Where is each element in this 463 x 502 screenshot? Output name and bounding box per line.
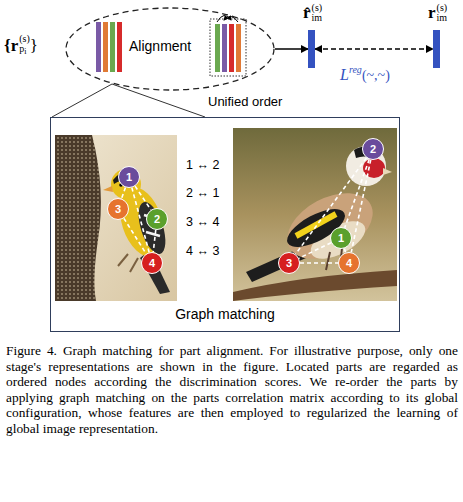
callout-number: 4 <box>149 257 155 269</box>
subscript: im <box>312 13 323 23</box>
part-node: 2 <box>146 208 168 230</box>
connector <box>275 48 308 50</box>
script-stack: (s)im <box>437 3 448 23</box>
part-node: 4 <box>141 252 163 274</box>
set-symbol: } <box>30 36 38 55</box>
callout-number: 2 <box>154 213 160 225</box>
script-stack: (s)pi <box>19 34 30 57</box>
part-node: 1 <box>118 166 140 188</box>
match-pair: 3 ↔ 4 <box>186 215 219 229</box>
callout-number: 1 <box>338 232 344 244</box>
vector-symbol: r <box>428 3 436 22</box>
set-symbol: {r <box>4 36 18 55</box>
connector <box>296 158 367 254</box>
match-pair: 4 ↔ 3 <box>186 244 219 258</box>
superscript: (s) <box>19 34 30 44</box>
superscript: reg <box>349 64 362 75</box>
callout-number: 3 <box>115 203 121 215</box>
part-node: 2 <box>362 138 384 160</box>
connector <box>122 187 126 198</box>
superscript: (s) <box>437 3 448 13</box>
part-node: 3 <box>278 252 300 274</box>
graph-panel: Graph matching 1 3 2 4 2 1 3 4 <box>50 117 400 332</box>
figure-caption: Figure 4. Graph matching for part alignm… <box>6 343 458 437</box>
part-node: 4 <box>338 252 360 274</box>
zoom-line <box>52 84 112 117</box>
vector-symbol: r̂ <box>303 3 311 22</box>
connector <box>315 48 433 49</box>
connector <box>153 230 156 252</box>
part-node: 3 <box>107 198 129 220</box>
loss-symbol: L <box>340 66 349 83</box>
connector <box>300 262 338 264</box>
subscript: p <box>19 43 24 54</box>
node-label: Alignment <box>129 38 191 54</box>
loss-label: Lreg(~,~) <box>340 64 390 84</box>
zoom-line <box>112 84 205 117</box>
alignment-ellipse: Alignment <box>65 7 275 91</box>
subscript: pi <box>19 44 30 57</box>
connector <box>299 243 331 258</box>
part-bars <box>96 15 246 76</box>
script-stack: (s)im <box>312 3 323 23</box>
math-label: r(s)im <box>428 3 447 23</box>
connector <box>124 218 146 253</box>
subscript: i <box>24 47 26 56</box>
callout-number: 2 <box>370 143 376 155</box>
callout-number: 1 <box>126 171 132 183</box>
superscript: (s) <box>312 3 323 13</box>
feature-bar: r(s)im <box>433 30 440 68</box>
connector <box>351 160 370 252</box>
bird-photo-right <box>233 128 397 301</box>
feature-bar: r̂(s)im <box>308 30 315 68</box>
match-pair: 1 ↔ 2 <box>186 158 219 172</box>
match-pair: 2 ↔ 1 <box>186 186 219 200</box>
annotation: Unified order <box>208 94 282 109</box>
callout-number: 4 <box>346 257 352 269</box>
connector <box>135 186 151 210</box>
subscript: im <box>437 13 448 23</box>
bird-photo-left <box>55 135 177 301</box>
math-label: {r(s)pi} <box>4 34 38 57</box>
loss-args: (~,~) <box>362 68 390 83</box>
panel-title: Graph matching <box>51 306 399 322</box>
callout-number: 3 <box>286 257 292 269</box>
math-label: r̂(s)im <box>303 3 322 23</box>
part-node: 1 <box>330 227 352 249</box>
